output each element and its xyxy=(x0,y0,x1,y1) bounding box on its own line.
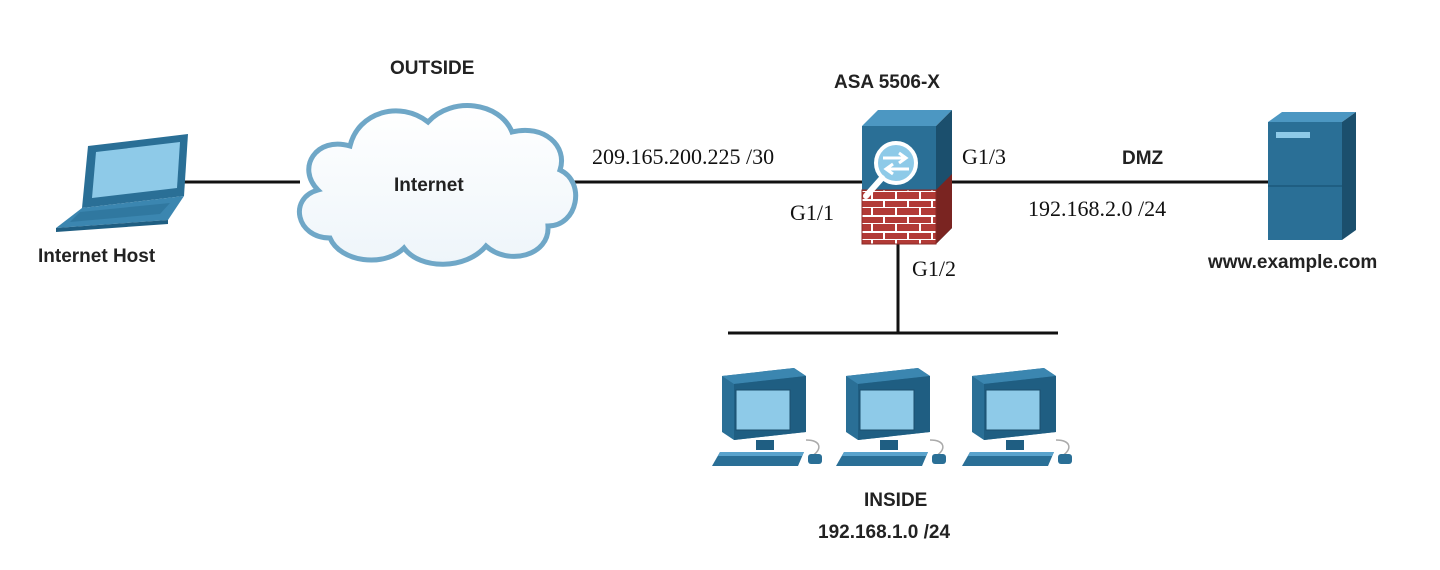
asa-firewall-icon xyxy=(861,110,952,245)
inside-network-label: 192.168.1.0 /24 xyxy=(818,522,950,543)
pc-icon xyxy=(835,367,947,467)
network-links xyxy=(184,180,1268,335)
dmz-network-label: 192.168.2.0 /24 xyxy=(1028,196,1166,221)
pc-icon xyxy=(711,367,823,467)
internet-host-label: Internet Host xyxy=(38,246,156,267)
cloud-label: Internet xyxy=(394,175,464,196)
laptop-icon xyxy=(56,134,188,232)
cloud-icon xyxy=(297,103,579,267)
inside-pcs xyxy=(711,367,1073,467)
server-icon xyxy=(1268,112,1356,240)
dmz-zone-label: DMZ xyxy=(1122,148,1164,169)
outside-ip-label: 209.165.200.225 /30 xyxy=(592,144,774,169)
pc-icon xyxy=(961,367,1073,467)
server-label: www.example.com xyxy=(1207,252,1377,273)
inside-zone-label: INSIDE xyxy=(864,490,927,511)
interface-g1-2-label: G1/2 xyxy=(912,256,956,281)
asa-label: ASA 5506-X xyxy=(834,72,940,93)
interface-g1-3-label: G1/3 xyxy=(962,144,1006,169)
interface-g1-1-label: G1/1 xyxy=(790,200,834,225)
outside-zone-label: OUTSIDE xyxy=(390,58,474,79)
